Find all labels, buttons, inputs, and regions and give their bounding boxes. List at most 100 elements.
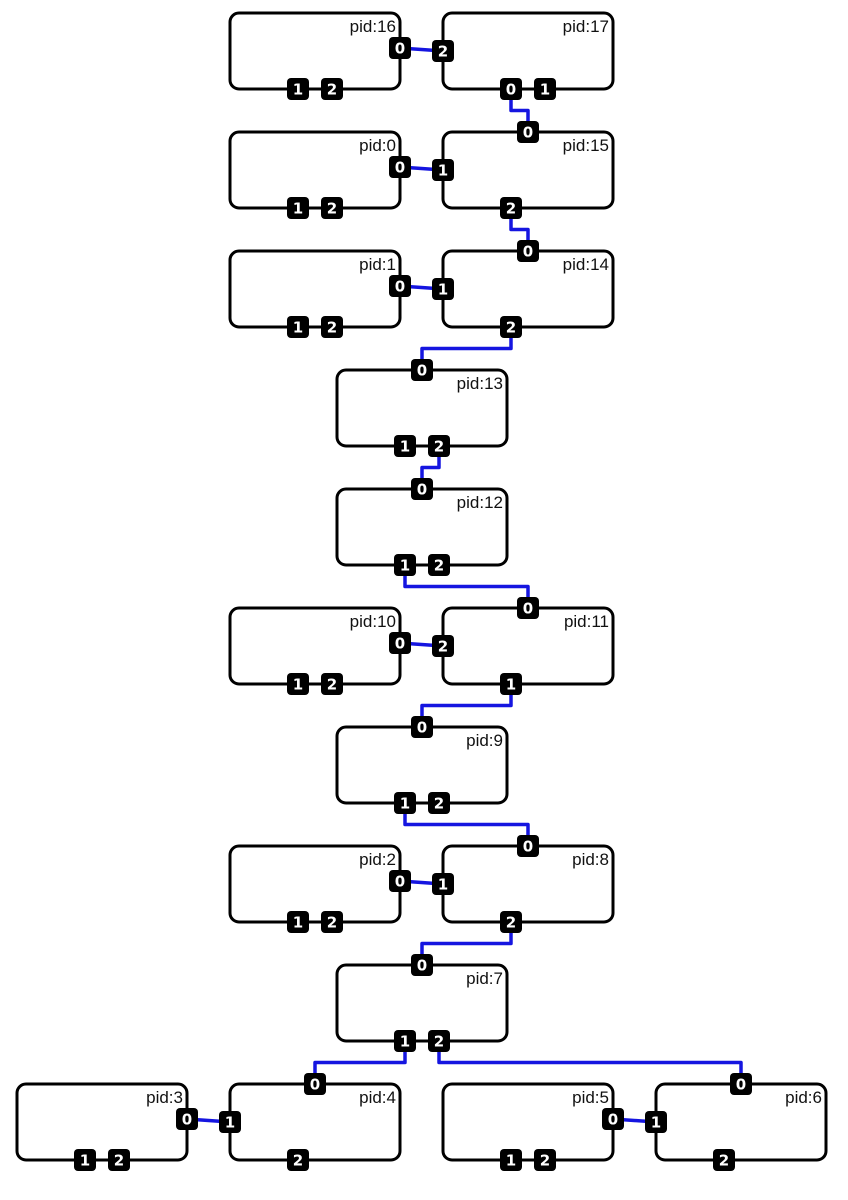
port-label: 0	[523, 243, 533, 261]
edge-8-7	[420, 922, 513, 965]
port-5-0[interactable]: 0	[602, 1108, 624, 1130]
port-7-0[interactable]: 0	[411, 954, 433, 976]
port-box	[730, 1073, 752, 1095]
port-5-1[interactable]: 1	[500, 1149, 522, 1171]
port-12-2[interactable]: 2	[428, 554, 450, 576]
port-label: 2	[327, 200, 337, 218]
port-10-1[interactable]: 1	[287, 673, 309, 695]
port-6-2[interactable]: 2	[713, 1149, 735, 1171]
port-box	[108, 1149, 130, 1171]
port-8-0[interactable]: 0	[517, 835, 539, 857]
port-0-0[interactable]: 0	[389, 156, 411, 178]
port-label: 0	[736, 1076, 746, 1094]
edge-7-6	[437, 1041, 743, 1084]
port-0-1[interactable]: 1	[287, 197, 309, 219]
port-9-1[interactable]: 1	[394, 792, 416, 814]
port-15-1[interactable]: 1	[432, 159, 454, 181]
port-box	[534, 78, 556, 100]
port-3-0[interactable]: 0	[176, 1108, 198, 1130]
port-10-0[interactable]: 0	[389, 632, 411, 654]
port-1-0[interactable]: 0	[389, 275, 411, 297]
port-box	[394, 435, 416, 457]
port-7-1[interactable]: 1	[394, 1030, 416, 1052]
port-label: 2	[438, 638, 448, 656]
port-11-1[interactable]: 1	[500, 673, 522, 695]
port-label: 2	[540, 1152, 550, 1170]
port-17-0[interactable]: 0	[500, 78, 522, 100]
port-box	[432, 873, 454, 895]
port-box	[428, 554, 450, 576]
port-box	[411, 478, 433, 500]
port-6-0[interactable]: 0	[730, 1073, 752, 1095]
port-4-0[interactable]: 0	[304, 1073, 326, 1095]
port-1-2[interactable]: 2	[321, 316, 343, 338]
port-3-1[interactable]: 1	[74, 1149, 96, 1171]
port-14-0[interactable]: 0	[517, 240, 539, 262]
port-14-1[interactable]: 1	[432, 278, 454, 300]
port-label: 2	[434, 557, 444, 575]
port-box	[287, 911, 309, 933]
port-5-2[interactable]: 2	[534, 1149, 556, 1171]
node-label: pid:13	[457, 374, 503, 393]
port-11-2[interactable]: 2	[432, 635, 454, 657]
port-10-2[interactable]: 2	[321, 673, 343, 695]
port-12-1[interactable]: 1	[394, 554, 416, 576]
port-3-2[interactable]: 2	[108, 1149, 130, 1171]
edge-14-13	[420, 327, 513, 370]
port-15-2[interactable]: 2	[500, 197, 522, 219]
port-label: 1	[293, 319, 303, 337]
edge-11-9	[420, 684, 513, 727]
port-box	[287, 1149, 309, 1171]
port-1-1[interactable]: 1	[287, 316, 309, 338]
port-13-2[interactable]: 2	[428, 435, 450, 457]
port-16-2[interactable]: 2	[321, 78, 343, 100]
port-13-0[interactable]: 0	[411, 359, 433, 381]
port-13-1[interactable]: 1	[394, 435, 416, 457]
port-2-0[interactable]: 0	[389, 870, 411, 892]
port-6-1[interactable]: 1	[645, 1111, 667, 1133]
port-16-0[interactable]: 0	[389, 37, 411, 59]
port-17-2[interactable]: 2	[432, 40, 454, 62]
port-2-1[interactable]: 1	[287, 911, 309, 933]
port-2-2[interactable]: 2	[321, 911, 343, 933]
port-box	[428, 435, 450, 457]
port-box	[432, 278, 454, 300]
port-4-1[interactable]: 1	[219, 1111, 241, 1133]
port-0-2[interactable]: 2	[321, 197, 343, 219]
node-label: pid:7	[466, 969, 503, 988]
port-7-2[interactable]: 2	[428, 1030, 450, 1052]
port-8-1[interactable]: 1	[432, 873, 454, 895]
port-14-2[interactable]: 2	[500, 316, 522, 338]
port-4-2[interactable]: 2	[287, 1149, 309, 1171]
port-16-1[interactable]: 1	[287, 78, 309, 100]
port-8-2[interactable]: 2	[500, 911, 522, 933]
port-17-1[interactable]: 1	[534, 78, 556, 100]
port-11-0[interactable]: 0	[517, 597, 539, 619]
port-box	[321, 673, 343, 695]
node-label: pid:2	[359, 850, 396, 869]
port-12-0[interactable]: 0	[411, 478, 433, 500]
port-15-0[interactable]: 0	[517, 121, 539, 143]
port-box	[432, 40, 454, 62]
port-9-0[interactable]: 0	[411, 716, 433, 738]
node-label: pid:12	[457, 493, 503, 512]
port-9-2[interactable]: 2	[428, 792, 450, 814]
